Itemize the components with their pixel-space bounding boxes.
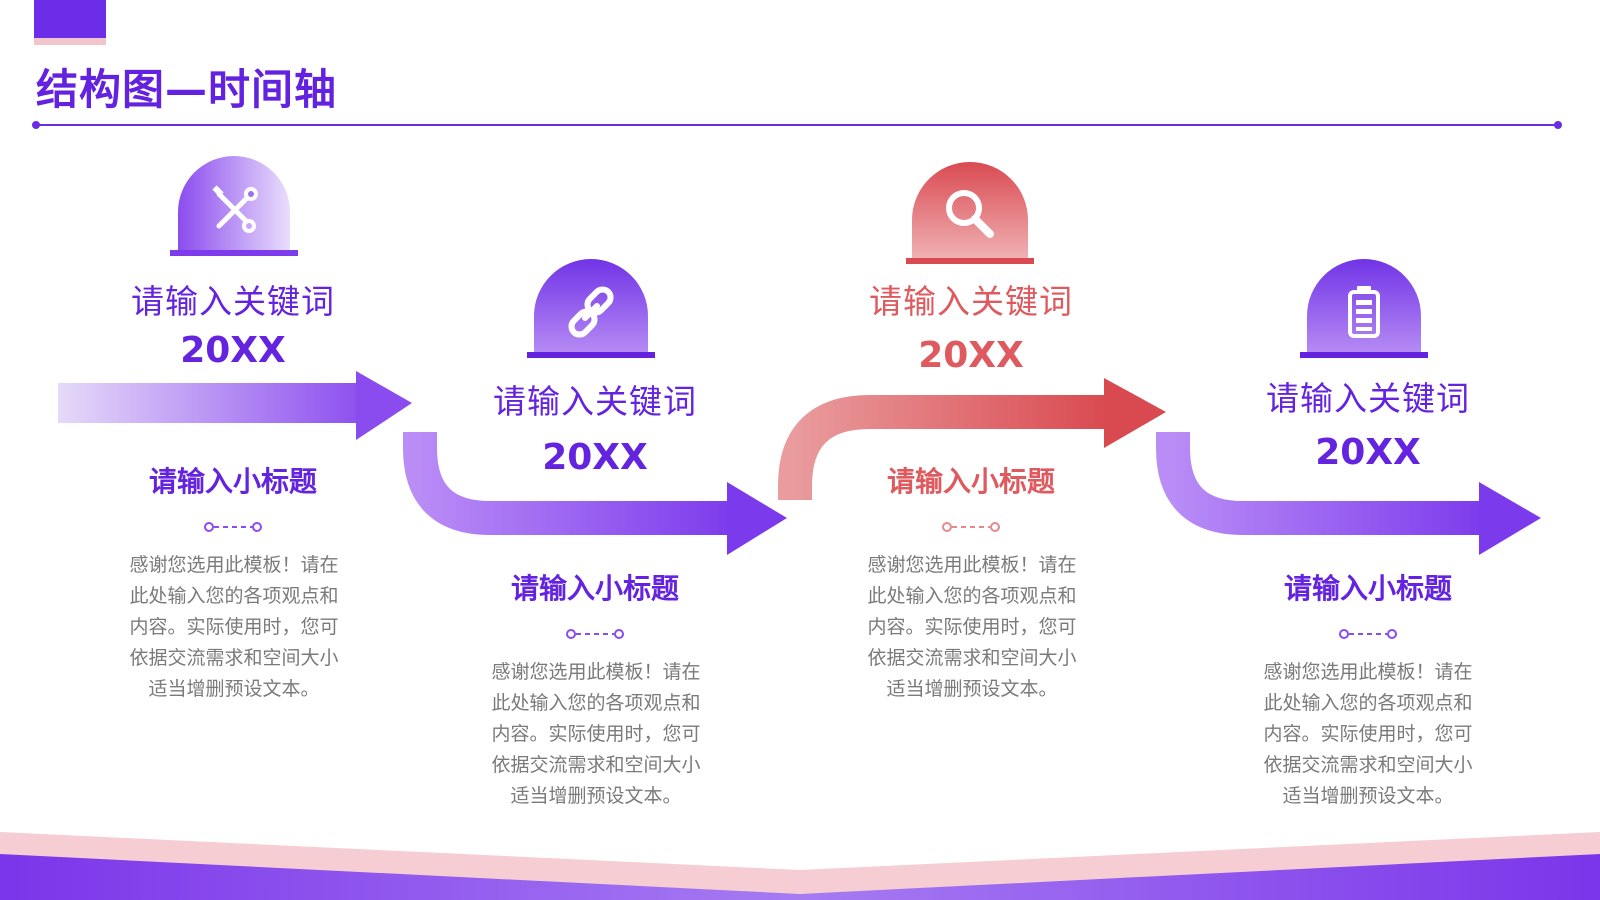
step-1-keyword: 请输入关键词 [131, 282, 335, 321]
dome-badge-2 [527, 259, 655, 358]
arrow-shaft [1156, 432, 1482, 535]
step-1-description: 感谢您选用此模板！请在 此处输入您的各项观点和 内容。实际使用时，您可 依据交流… [129, 554, 339, 700]
arrow-head [1104, 378, 1166, 448]
step-4-keyword: 请输入关键词 [1266, 379, 1470, 418]
arrow-shaft [778, 395, 1108, 500]
bottom-decor-band [0, 832, 1600, 900]
dome-badge-1 [170, 156, 298, 256]
page-title: 结构图—时间轴 [36, 65, 338, 114]
arrow-shaft [58, 383, 358, 423]
arrow-head [1479, 482, 1541, 555]
step-3-description: 感谢您选用此模板！请在 此处输入您的各项观点和 内容。实际使用时，您可 依据交流… [867, 554, 1077, 700]
step-2-description: 感谢您选用此模板！请在 此处输入您的各项观点和 内容。实际使用时，您可 依据交流… [491, 661, 701, 807]
arrow-shaft [403, 432, 730, 535]
step-1-year: 20XX [180, 330, 286, 371]
step-4-dotted-connector [1339, 629, 1397, 639]
step-2-subtitle: 请输入小标题 [510, 572, 679, 605]
step-1-dotted-connector [204, 522, 262, 532]
step-1-subtitle: 请输入小标题 [148, 465, 317, 498]
step-4-year: 20XX [1315, 432, 1421, 473]
link-icon [568, 286, 614, 338]
step-2-year: 20XX [542, 437, 648, 478]
header-tab-decoration [34, 0, 106, 38]
step-3-subtitle: 请输入小标题 [886, 465, 1055, 498]
divider-dot-right [1554, 121, 1562, 129]
step-3-year: 20XX [918, 335, 1024, 376]
step-4-subtitle: 请输入小标题 [1283, 572, 1452, 605]
tools-icon [212, 185, 258, 233]
battery-icon [1348, 286, 1380, 338]
arrow-curve-4 [1156, 432, 1541, 555]
arrow-head [356, 371, 412, 440]
title-divider [36, 124, 1558, 126]
step-3-keyword: 请输入关键词 [869, 282, 1073, 321]
step-4-description: 感谢您选用此模板！请在 此处输入您的各项观点和 内容。实际使用时，您可 依据交流… [1263, 661, 1473, 807]
header-tab-underline [34, 38, 106, 45]
step-2-keyword: 请输入关键词 [493, 382, 697, 421]
arrow-curve-3 [778, 378, 1166, 500]
dome-badge-4 [1300, 259, 1428, 358]
arrow-head [727, 482, 787, 555]
arrow-straight-1 [58, 371, 412, 440]
step-3-dotted-connector [942, 522, 1000, 532]
dome-badge-3 [906, 162, 1034, 264]
divider-dot-left [32, 121, 40, 129]
arrow-curve-2 [403, 432, 787, 555]
search-icon [946, 190, 994, 238]
step-2-dotted-connector [566, 629, 624, 639]
